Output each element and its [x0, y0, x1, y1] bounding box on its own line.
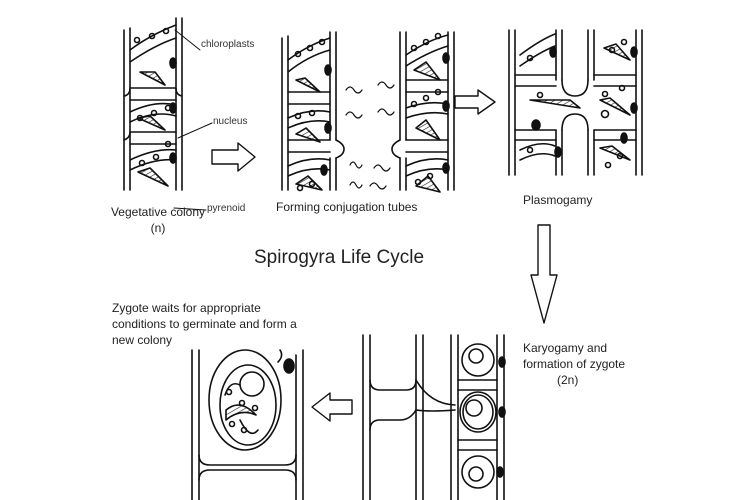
vegetative-ploidy: (n): [150, 221, 166, 235]
chloroplasts-leader: [174, 29, 201, 51]
karyogamy-label-line1: Karyogamy and: [523, 341, 608, 355]
vegetative-filament: [123, 17, 183, 191]
karyogamy-ploidy: (2n): [557, 373, 579, 387]
diagram-title: Spirogyra Life Cycle: [254, 247, 425, 268]
stage-label-zygote: Zygote waits for appropriate conditions …: [112, 300, 297, 348]
stage-label-plasmogamy: Plasmogamy: [523, 193, 593, 207]
label-chloroplasts: chloroplasts: [201, 39, 255, 50]
vegetative-label: Vegetative colony: [110, 205, 206, 219]
arrow-right-1: [211, 142, 256, 172]
nucleus-leader: [177, 122, 213, 139]
zygote-cell: [191, 349, 304, 500]
karyogamy-label-line2: formation of zygote: [523, 357, 626, 371]
conjugation-filament-left: [281, 31, 345, 192]
pyrenoid-leader: [173, 207, 207, 211]
stage-label-vegetative: Vegetative colony (n): [88, 204, 228, 236]
karyogamy-filaments: [362, 334, 506, 500]
arrow-right-2: [454, 89, 496, 115]
stage-label-conjugation: Forming conjugation tubes: [276, 200, 418, 214]
arrow-down: [530, 224, 558, 324]
arrow-left: [311, 392, 353, 422]
zygote-label-line3: new colony: [112, 333, 173, 347]
conjugation-filament-right: [391, 31, 455, 193]
plasmogamy-filaments: [508, 29, 643, 176]
conjugation-squiggles: [345, 81, 395, 190]
label-nucleus: nucleus: [213, 116, 248, 127]
zygote-label-line2: conditions to germinate and form a: [112, 317, 297, 331]
stage-label-karyogamy: Karyogamy and formation of zygote (2n): [523, 340, 625, 388]
zygote-label-line1: Zygote waits for appropriate: [112, 301, 261, 315]
label-pyrenoid: pyrenoid: [207, 203, 246, 214]
